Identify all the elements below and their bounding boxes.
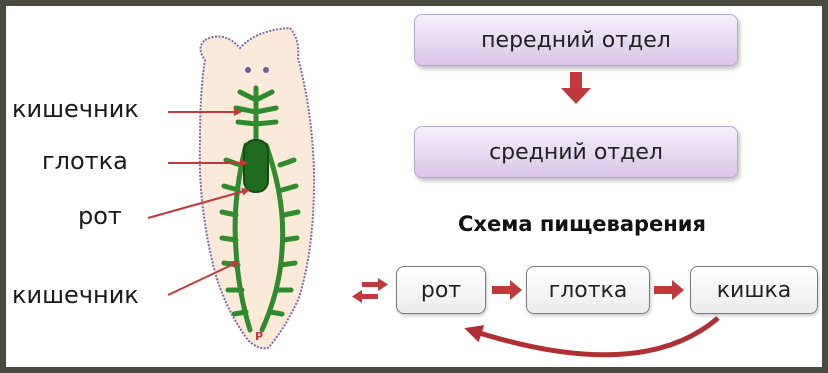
middle-section-box: средний отдел [414, 126, 738, 178]
return-arrow [470, 318, 718, 355]
step-box-intestine: кишка [690, 266, 818, 314]
label-pharynx: глотка [42, 149, 128, 173]
step-label-intestine: кишка [717, 278, 792, 303]
down-arrow [561, 72, 591, 104]
scheme-arrow-1 [492, 280, 522, 300]
label-mouth: рот [78, 204, 122, 228]
double-arrow-icon [352, 278, 388, 303]
front-section-box: передний отдел [414, 14, 738, 66]
scheme-arrow-2 [654, 280, 684, 300]
eye-right [263, 67, 269, 73]
step-box-pharynx: глотка [526, 266, 650, 314]
posterior-mark: P [255, 331, 263, 342]
step-label-pharynx: глотка [549, 278, 628, 303]
front-section-label: передний отдел [481, 28, 671, 53]
label-intestine-bottom: кишечник [12, 283, 139, 307]
eye-left [245, 67, 251, 73]
label-intestine-top: кишечник [12, 97, 139, 121]
step-box-mouth: рот [396, 266, 486, 314]
scheme-title: Схема пищеварения [458, 212, 706, 236]
pharynx-organ [244, 140, 268, 192]
middle-section-label: средний отдел [489, 140, 663, 165]
step-label-mouth: рот [421, 278, 461, 303]
